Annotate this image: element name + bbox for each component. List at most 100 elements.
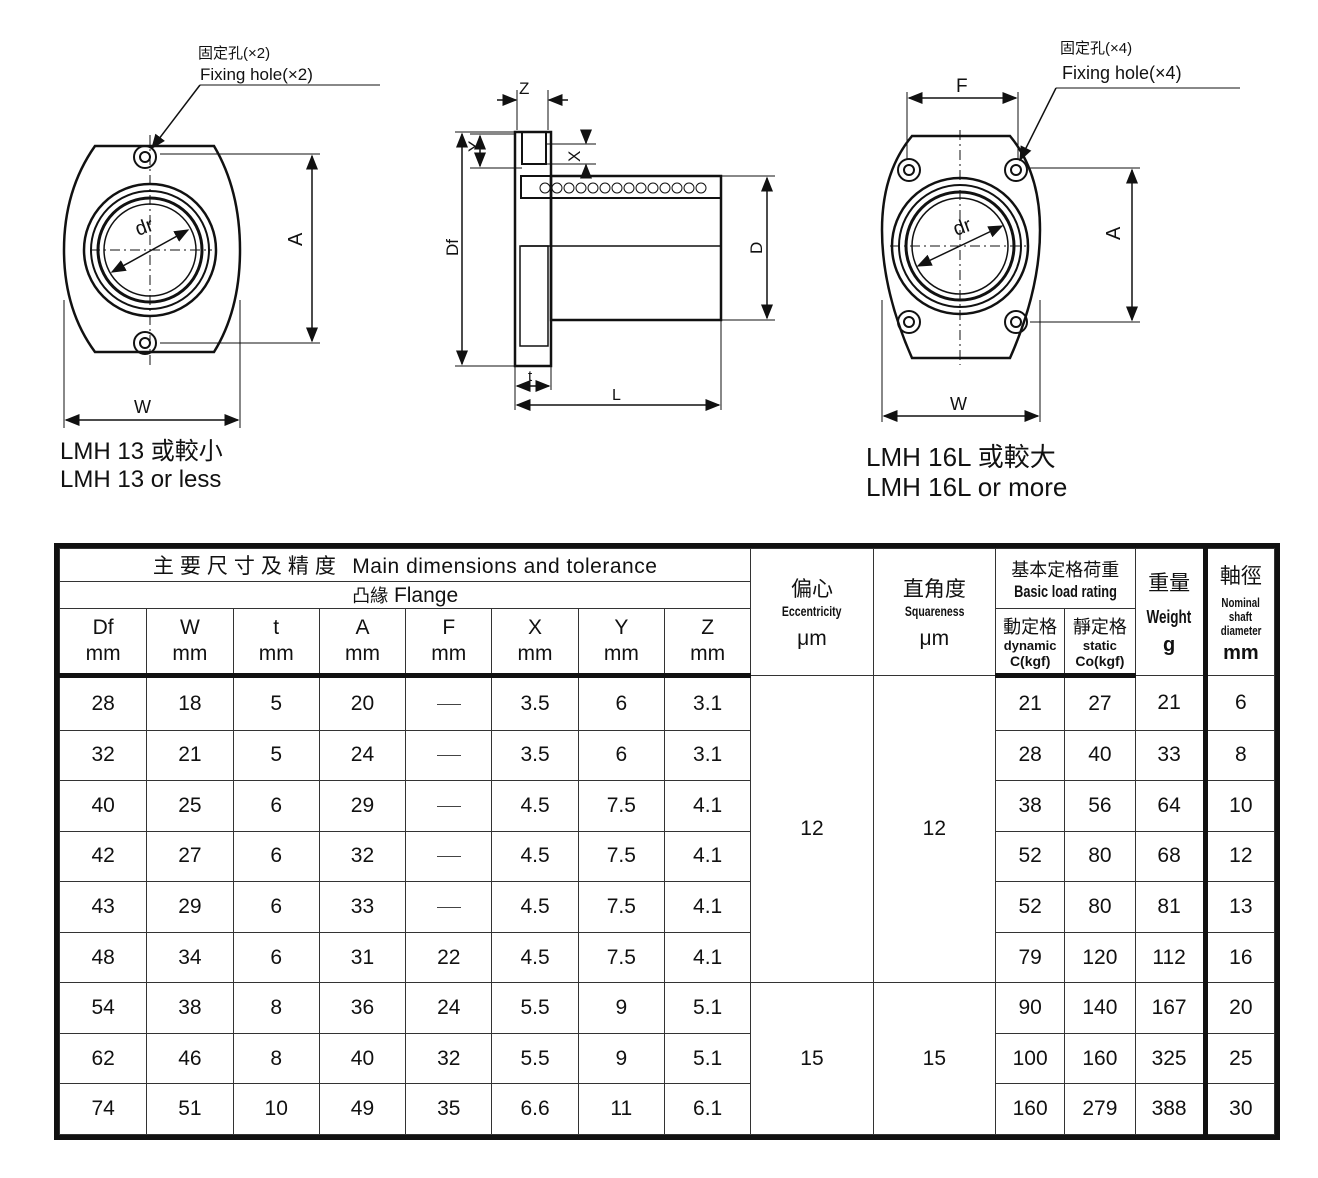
right-dim-f: F	[956, 76, 968, 97]
cell-t: 5	[232, 729, 320, 782]
cell-z: 3.1	[663, 675, 752, 731]
weight-zh: 重量	[1148, 572, 1191, 595]
eccentricity-header: 偏心 Eccentricity μm	[750, 548, 874, 676]
drawing-canvas: 固定孔(×2) Fixing hole(×2) dr A W	[62, 40, 1240, 428]
cell-w: 29	[146, 881, 234, 933]
dynamic-value: 52	[995, 830, 1066, 883]
cell-z: 5.1	[663, 982, 752, 1034]
cell-y: 7.5	[577, 881, 665, 933]
cell-x: 4.5	[491, 830, 579, 883]
cell-z: 3.1	[663, 729, 752, 782]
eccentricity-en: Eccentricity	[782, 603, 842, 619]
cell-f: 35	[405, 1083, 493, 1135]
cell-f-empty	[405, 729, 493, 782]
left-front-view	[62, 84, 380, 428]
column-name: Df	[92, 616, 114, 639]
cell-w: 46	[146, 1032, 234, 1085]
left-caption-zh: LMH 13 或較小	[60, 438, 223, 465]
shaft-en-2: shaft	[1229, 608, 1253, 624]
cell-w: 38	[146, 982, 234, 1034]
column-name: t	[273, 616, 280, 639]
left-fixing-hole-zh: 固定孔(×2)	[198, 45, 270, 62]
weight-value: 21	[1134, 675, 1206, 731]
cell-t: 8	[232, 982, 320, 1034]
cell-x: 3.5	[491, 675, 579, 731]
cell-x: 4.5	[491, 881, 579, 933]
cell-t: 6	[232, 931, 320, 984]
flange-header: 凸緣 Flange	[58, 581, 752, 609]
dynamic-header: 動定格 dynamic C(kgf)	[995, 608, 1066, 678]
static-unit: Co(kgf)	[1075, 653, 1125, 669]
cell-y: 7.5	[577, 830, 665, 883]
left-caption-en: LMH 13 or less	[60, 466, 222, 493]
cell-x: 4.5	[491, 780, 579, 832]
cell-t: 10	[232, 1083, 320, 1135]
column-name: W	[180, 616, 200, 639]
main-header: 主要尺寸及精度 Main dimensions and tolerance	[58, 548, 752, 582]
cell-x: 5.5	[491, 982, 579, 1034]
cell-df: 43	[58, 881, 148, 933]
column-unit: mm	[344, 642, 380, 665]
cell-z: 6.1	[663, 1083, 752, 1135]
static-value: 27	[1064, 675, 1136, 731]
cell-f-empty	[405, 675, 493, 731]
cell-df: 62	[58, 1032, 148, 1085]
right-dim-dr: dr	[950, 214, 975, 241]
column-unit: mm	[85, 642, 121, 665]
squareness-value: 12	[872, 674, 997, 984]
cell-y: 7.5	[577, 780, 665, 832]
weight-en: Weight	[1146, 607, 1192, 627]
cell-y: 6	[577, 675, 665, 731]
cell-t: 6	[232, 780, 320, 832]
cell-y: 9	[577, 1032, 665, 1085]
weight-value: 33	[1134, 729, 1206, 782]
side-dim-x: X	[565, 151, 584, 162]
cell-z: 5.1	[663, 1032, 752, 1085]
side-dim-d: D	[747, 242, 766, 254]
cell-z: 4.1	[663, 830, 752, 883]
column-unit: mm	[258, 642, 294, 665]
dynamic-value: 90	[995, 982, 1066, 1034]
shaft-header: 軸徑 Nominal shaft diameter mm	[1202, 548, 1276, 676]
shaft-en-1: Nominal	[1221, 594, 1261, 610]
eccentricity-value: 12	[750, 674, 874, 984]
shaft-en-3: diameter	[1220, 622, 1262, 638]
column-name: A	[355, 616, 370, 639]
cell-t: 5	[232, 675, 320, 731]
right-dim-a: A	[1103, 226, 1125, 240]
shaft-zh: 軸徑	[1219, 564, 1262, 588]
shaft-value: 30	[1202, 1083, 1276, 1135]
squareness-header: 直角度 Squareness μm	[872, 548, 997, 676]
cell-f-empty	[405, 830, 493, 883]
column-unit: mm	[172, 642, 208, 665]
static-value: 56	[1064, 780, 1136, 832]
side-dim-t: t	[528, 368, 533, 385]
static-value: 279	[1064, 1083, 1136, 1135]
weight-value: 64	[1134, 780, 1206, 832]
weight-value: 388	[1134, 1083, 1206, 1135]
squareness-zh: 直角度	[902, 578, 966, 601]
cell-y: 11	[577, 1083, 665, 1135]
cell-a: 40	[318, 1032, 407, 1085]
left-fixing-hole-en: Fixing hole(×2)	[200, 65, 313, 84]
dimension-table: 主要尺寸及精度 Main dimensions and tolerance 偏心…	[54, 543, 1280, 1140]
cell-a: 20	[318, 675, 407, 731]
dash-mark	[436, 856, 461, 858]
column-name: Z	[701, 616, 715, 639]
static-value: 120	[1064, 931, 1136, 984]
cell-a: 32	[318, 830, 407, 883]
cell-f: 32	[405, 1032, 493, 1085]
main-header-zh: 主要尺寸及精度	[152, 555, 342, 578]
dynamic-value: 38	[995, 780, 1066, 832]
left-dim-dr: dr	[132, 214, 157, 241]
dash-mark	[436, 755, 461, 757]
column-name: X	[528, 616, 543, 639]
